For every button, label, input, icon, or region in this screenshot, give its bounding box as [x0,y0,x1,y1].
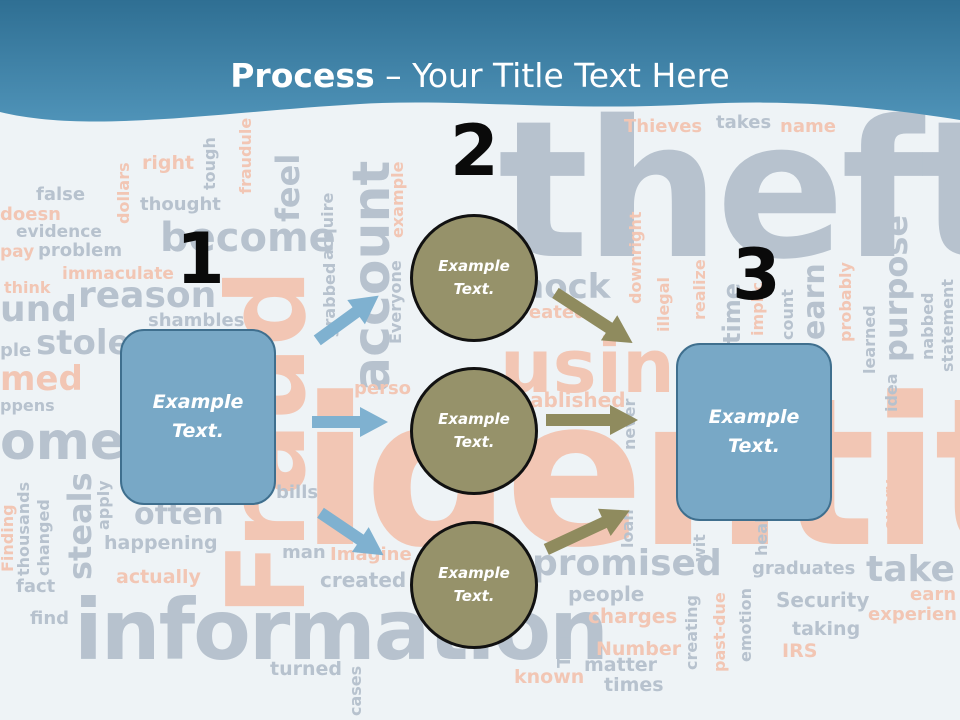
input-box: Example Text. [120,329,276,505]
step-number-2: 2 [450,110,499,192]
process-circle-top: Example Text. [410,214,538,342]
step-number-1: 1 [176,218,225,300]
circle-label: Example Text. [438,410,510,451]
title-rest: – Your Title Text Here [374,56,730,95]
circle-label: Example Text. [438,257,510,298]
process-circle-bottom: Example Text. [410,521,538,649]
output-box: Example Text. [676,343,832,521]
header-banner [0,0,960,122]
output-box-label: Example Text. [708,406,800,457]
step-number-3: 3 [732,234,781,316]
title-bold: Process [230,56,375,95]
slide-title: Process – Your Title Text Here [0,56,960,95]
circle-label: Example Text. [438,564,510,605]
input-box-label: Example Text. [152,391,244,442]
process-circle-middle: Example Text. [410,367,538,495]
